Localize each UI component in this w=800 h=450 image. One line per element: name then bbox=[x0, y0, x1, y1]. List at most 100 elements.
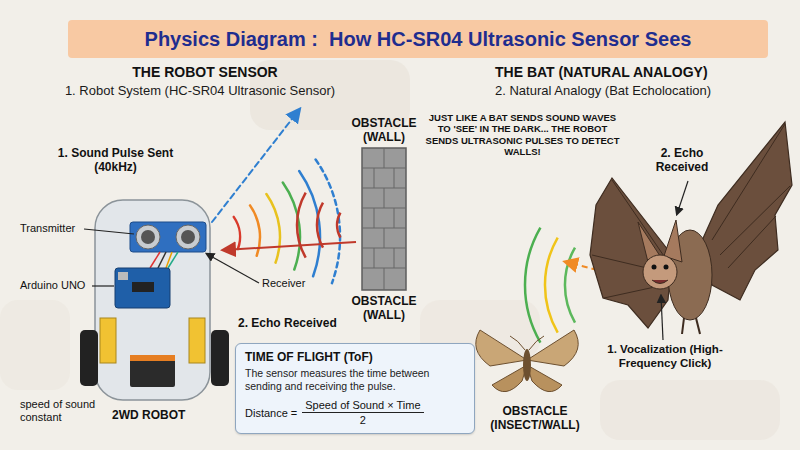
part-label: Receiver bbox=[262, 277, 332, 290]
obstacle-label: OBSTACLE (INSECT/WALL) bbox=[465, 404, 605, 433]
moth bbox=[527, 365, 562, 392]
bat bbox=[664, 265, 669, 270]
brick-wall bbox=[384, 188, 385, 208]
pulse-waves bbox=[266, 194, 280, 263]
callout-label: 1. Vocalization (High-Frequency Click) bbox=[585, 343, 745, 371]
arduino-board bbox=[118, 272, 128, 280]
robot-chassis bbox=[130, 355, 175, 361]
moth bbox=[476, 330, 527, 366]
note-label: speed of sound constant bbox=[20, 398, 120, 424]
moth bbox=[510, 336, 525, 350]
pulse-waves bbox=[212, 110, 340, 283]
background bbox=[0, 300, 70, 390]
moth bbox=[523, 349, 531, 381]
arduino-board bbox=[115, 268, 170, 308]
brick-wall bbox=[374, 168, 375, 188]
ultrasonic-sensor bbox=[158, 252, 166, 268]
callout-label: 2. Echo Received bbox=[640, 146, 724, 175]
echo-waves bbox=[224, 242, 356, 250]
pulse-waves bbox=[234, 217, 240, 249]
echo-waves bbox=[337, 213, 340, 238]
arduino-board bbox=[132, 282, 154, 292]
brick-wall bbox=[394, 208, 395, 228]
echo-waves bbox=[297, 193, 306, 258]
robot-chassis bbox=[80, 330, 98, 386]
ultrasonic-sensor bbox=[141, 230, 155, 244]
fraction-denominator: 2 bbox=[360, 413, 366, 426]
part-label: Transmitter bbox=[20, 222, 86, 235]
moth bbox=[529, 336, 544, 350]
brick-wall bbox=[394, 248, 395, 268]
echo-waves bbox=[224, 193, 356, 258]
leader-lines bbox=[207, 254, 259, 283]
robot-chassis bbox=[211, 330, 229, 386]
obstacle-label: OBSTACLE (WALL) bbox=[342, 116, 426, 145]
ultrasonic-sensor bbox=[130, 222, 206, 268]
caption-label: 2WD ROBOT bbox=[112, 408, 212, 422]
title-banner bbox=[68, 20, 768, 58]
box-heading: TIME OF FLIGHT (ToF) bbox=[245, 350, 465, 365]
bat bbox=[664, 220, 682, 262]
arduino-board bbox=[115, 268, 170, 308]
leader-lines bbox=[84, 229, 259, 286]
brick-wall bbox=[362, 148, 406, 290]
formula-row: Distance = Speed of Sound × Time2 bbox=[245, 399, 465, 426]
background bbox=[600, 380, 780, 440]
brick-wall bbox=[384, 148, 385, 168]
robot-chassis bbox=[189, 318, 205, 363]
bat-leader-lines bbox=[661, 181, 688, 340]
part-label: Arduino UNO bbox=[20, 279, 92, 292]
ultrasonic-sensor bbox=[181, 230, 195, 244]
robot-chassis bbox=[100, 318, 116, 363]
bat bbox=[590, 122, 792, 334]
obstacle-label: OBSTACLE (WALL) bbox=[342, 294, 426, 323]
bat bbox=[712, 124, 790, 268]
ultrasonic-sensor bbox=[168, 252, 178, 268]
fraction: Speed of Sound × Time2 bbox=[302, 399, 423, 426]
section-heading: THE ROBOT SENSOR bbox=[95, 64, 315, 81]
analogy-note: JUST LIKE A BAT SENDS SOUND WAVES TO 'SE… bbox=[425, 112, 620, 158]
bat-leader-lines bbox=[677, 181, 688, 214]
brick-wall bbox=[374, 248, 375, 268]
bat bbox=[643, 255, 677, 289]
brick-wall bbox=[384, 268, 385, 290]
echo-waves bbox=[317, 203, 323, 248]
bat-waves bbox=[565, 248, 575, 323]
title-banner bbox=[68, 20, 768, 58]
brick-wall bbox=[362, 148, 406, 290]
brick-wall bbox=[394, 168, 395, 188]
robot-chassis bbox=[95, 200, 210, 400]
brick-wall bbox=[374, 208, 375, 228]
ultrasonic-sensor bbox=[130, 222, 206, 252]
ultrasonic-sensor bbox=[136, 225, 160, 249]
bat bbox=[700, 122, 792, 300]
info-box: TIME OF FLIGHT (ToF) The sensor measures … bbox=[235, 343, 475, 434]
moth bbox=[527, 330, 578, 366]
robot-chassis bbox=[130, 355, 175, 387]
moth bbox=[492, 365, 527, 392]
bat bbox=[592, 180, 668, 298]
section-subtitle: 1. Robot System (HC-SR04 Ultrasonic Sens… bbox=[40, 83, 360, 99]
bat bbox=[696, 318, 700, 334]
leader-lines bbox=[92, 285, 114, 286]
bat-waves bbox=[525, 228, 540, 343]
leader-lines bbox=[84, 229, 134, 234]
box-text: The sensor measures the time between sen… bbox=[245, 367, 465, 393]
bat-leader-lines bbox=[661, 296, 663, 340]
brick-wall bbox=[384, 228, 385, 248]
formula-text: Distance = bbox=[245, 407, 297, 419]
moth bbox=[476, 330, 578, 392]
ultrasonic-sensor bbox=[176, 225, 200, 249]
callout-label: 1. Sound Pulse Sent (40kHz) bbox=[48, 146, 183, 175]
bat bbox=[682, 318, 684, 334]
bat-waves bbox=[545, 238, 558, 333]
callout-label: 2. Echo Received bbox=[238, 316, 358, 330]
bat bbox=[590, 178, 672, 328]
section-heading: THE BAT (NATURAL ANALOGY) bbox=[495, 64, 765, 81]
fraction-numerator: Speed of Sound × Time bbox=[302, 399, 423, 413]
robot-chassis bbox=[80, 200, 229, 400]
pulse-waves bbox=[212, 110, 299, 222]
